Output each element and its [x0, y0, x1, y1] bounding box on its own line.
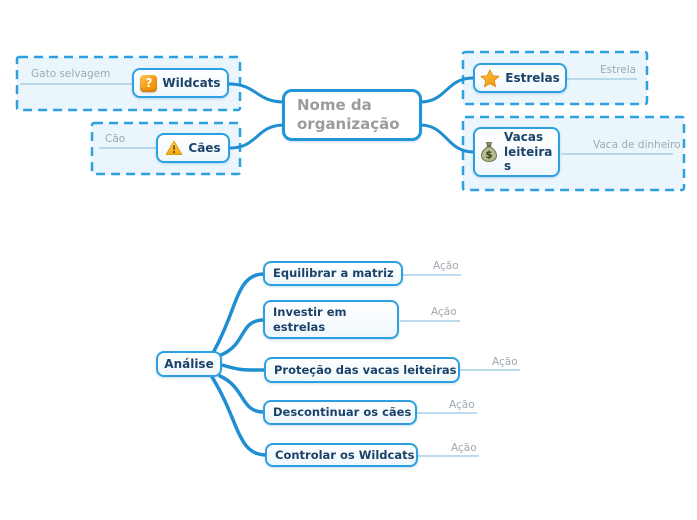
- note-acao-1[interactable]: Ação: [433, 260, 459, 272]
- note-acao-5[interactable]: Ação: [451, 442, 477, 454]
- root-node-label: Nome da organização: [297, 96, 400, 133]
- topic-label-vacas: Vacas leiteiras: [504, 130, 553, 174]
- topic-node-controlar-os-wildcats[interactable]: Controlar os Wildcats: [265, 443, 418, 467]
- note-estrela[interactable]: Estrela: [600, 64, 637, 76]
- topic-label-controlar: Controlar os Wildcats: [275, 447, 415, 462]
- moneybag-icon: $: [480, 142, 498, 163]
- topic-node-descontinuar-os-caes[interactable]: Descontinuar os cães: [263, 400, 417, 425]
- root-node-analise-label: Análise: [164, 357, 214, 371]
- topic-label-protecao: Proteção das vacas leiteiras: [274, 362, 457, 377]
- topic-node-vacas[interactable]: $ Vacas leiteiras: [473, 127, 560, 177]
- root-node-analise[interactable]: Análise: [156, 351, 222, 377]
- question-icon: ?: [140, 74, 158, 92]
- topic-node-protecao-vacas-leiteiras[interactable]: Proteção das vacas leiteiras: [264, 357, 460, 383]
- note-vaca-de-dinheiro[interactable]: Vaca de dinheiro: [593, 139, 681, 151]
- top-map-branches: [227, 76, 476, 154]
- topic-node-caes[interactable]: Cães: [156, 133, 230, 163]
- topic-label-estrelas: Estrelas: [505, 71, 560, 85]
- star-icon: [480, 68, 500, 87]
- topic-label-investir: Investir em estrelas: [273, 304, 347, 334]
- note-lines: [20, 78, 673, 457]
- topic-label-descontinuar: Descontinuar os cães: [273, 405, 412, 420]
- topic-node-wildcats[interactable]: ? Wildcats: [132, 68, 229, 98]
- root-node-organizacao[interactable]: Nome da organização: [282, 89, 422, 141]
- topic-node-estrelas[interactable]: Estrelas: [473, 63, 567, 93]
- note-cao[interactable]: Cão: [105, 133, 126, 145]
- question-icon-glyph: ?: [145, 76, 153, 90]
- topic-label-equilibrar: Equilibrar a matriz: [273, 266, 394, 281]
- note-acao-3[interactable]: Ação: [492, 356, 518, 368]
- note-acao-2[interactable]: Ação: [431, 306, 457, 318]
- topic-node-equilibrar-a-matriz[interactable]: Equilibrar a matriz: [263, 261, 403, 286]
- moneybag-icon-glyph: $: [486, 150, 493, 161]
- topic-label-caes: Cães: [188, 141, 221, 155]
- note-acao-4[interactable]: Ação: [449, 399, 475, 411]
- topic-node-investir-em-estrelas[interactable]: Investir em estrelas: [263, 300, 399, 339]
- topic-label-wildcats: Wildcats: [162, 76, 221, 90]
- note-gato-selvagem[interactable]: Gato selvagem: [31, 68, 111, 80]
- bottom-map-branches: [210, 272, 268, 457]
- warning-icon: [166, 140, 183, 155]
